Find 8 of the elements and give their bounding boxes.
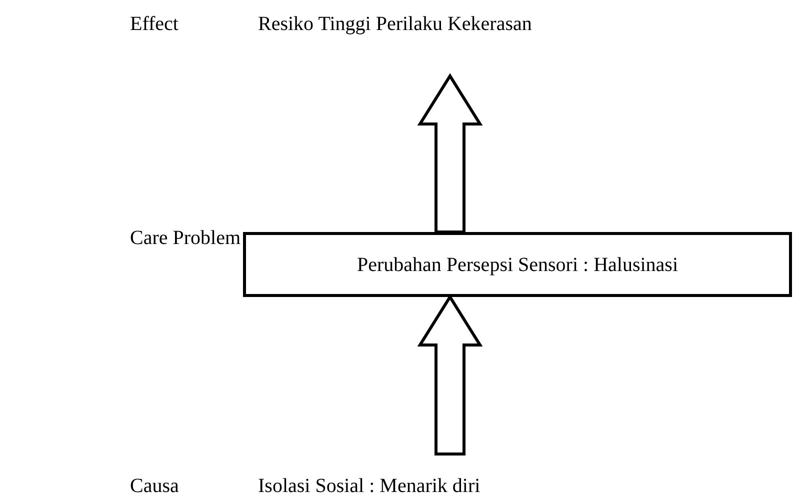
process-box: Perubahan Persepsi Sensori : Halusinasi [243, 232, 792, 297]
node-text: Resiko Tinggi Perilaku Kekerasan [258, 8, 588, 40]
row-label: Effect [130, 12, 178, 37]
row-label: Causa [130, 474, 179, 499]
block-arrow [417, 294, 483, 456]
block-arrow [417, 73, 483, 234]
row-label: Care Problem [130, 226, 241, 251]
node-text: Isolasi Sosial : Menarik diri [258, 470, 558, 502]
